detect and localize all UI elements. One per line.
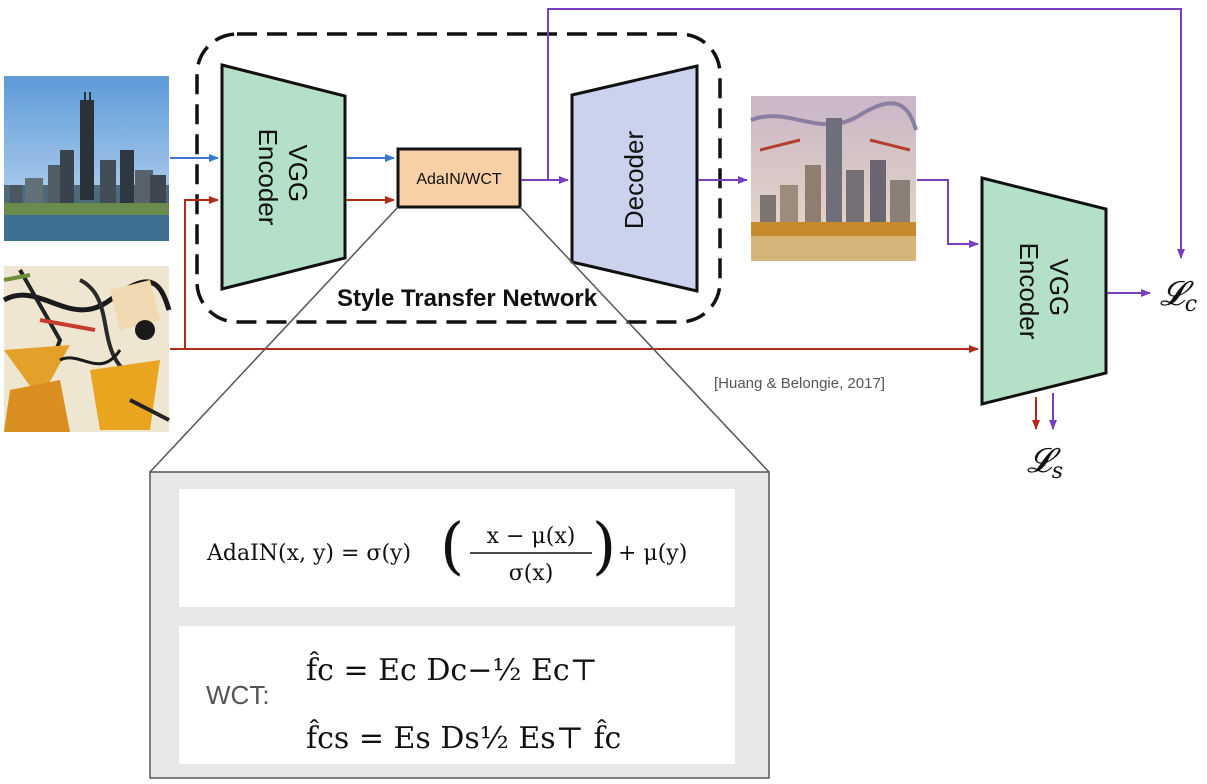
encoder2-label: VGG Encoder [1014, 243, 1074, 340]
encoder1-label: VGG Encoder [253, 129, 313, 226]
arrow-adain-to-loss-c [547, 8, 1185, 259]
adain-denominator: σ(x) [509, 561, 554, 586]
arrow-output-to-encoder2 [917, 179, 979, 248]
adain-formula: AdaIN(x, y) = σ(y) ( x − μ(x) σ(x) ) + μ… [206, 509, 687, 586]
wct-formula: WCT: f̂c = Ec Dc−½ Ec⊤ f̂cs = Es Ds½ Es⊤… [206, 651, 621, 756]
arrow-style-to-encoder [170, 196, 219, 350]
wct-line-1: f̂c = Ec Dc−½ Ec⊤ [306, 651, 598, 688]
adain-wct-box: AdaIN/WCT [396, 147, 522, 209]
adain-numerator: x − μ(x) [487, 524, 576, 549]
decoder-label: Decoder [619, 131, 649, 230]
decoder: Decoder [570, 64, 699, 293]
left-paren: ( [440, 509, 464, 582]
adain-label: AdaIN/WCT [416, 171, 502, 188]
vgg-encoder-1: VGG Encoder [220, 63, 347, 291]
citation: [Huang & Belongie, 2017] [714, 375, 885, 392]
arrows [170, 8, 1185, 430]
network-label: Style Transfer Network [337, 285, 598, 312]
adain-formula-rhs: + μ(y) [618, 541, 687, 566]
loss-style: 𝓛s [1027, 441, 1063, 484]
zoom-panel [149, 206, 770, 779]
wct-label: WCT: [206, 680, 270, 710]
wct-line-2: f̂cs = Es Ds½ Es⊤ f̂c [306, 719, 621, 756]
content-image [4, 76, 169, 241]
adain-formula-lhs: AdaIN(x, y) = σ(y) [206, 541, 411, 566]
adain-formula-card [179, 489, 735, 607]
output-image [750, 96, 918, 261]
network-boundary [195, 32, 722, 324]
right-paren: ) [592, 509, 616, 582]
loss-content: 𝓛c [1160, 274, 1197, 317]
vgg-encoder-2: VGG Encoder [980, 176, 1108, 406]
wct-formula-card [179, 626, 735, 764]
style-image [2, 266, 172, 432]
